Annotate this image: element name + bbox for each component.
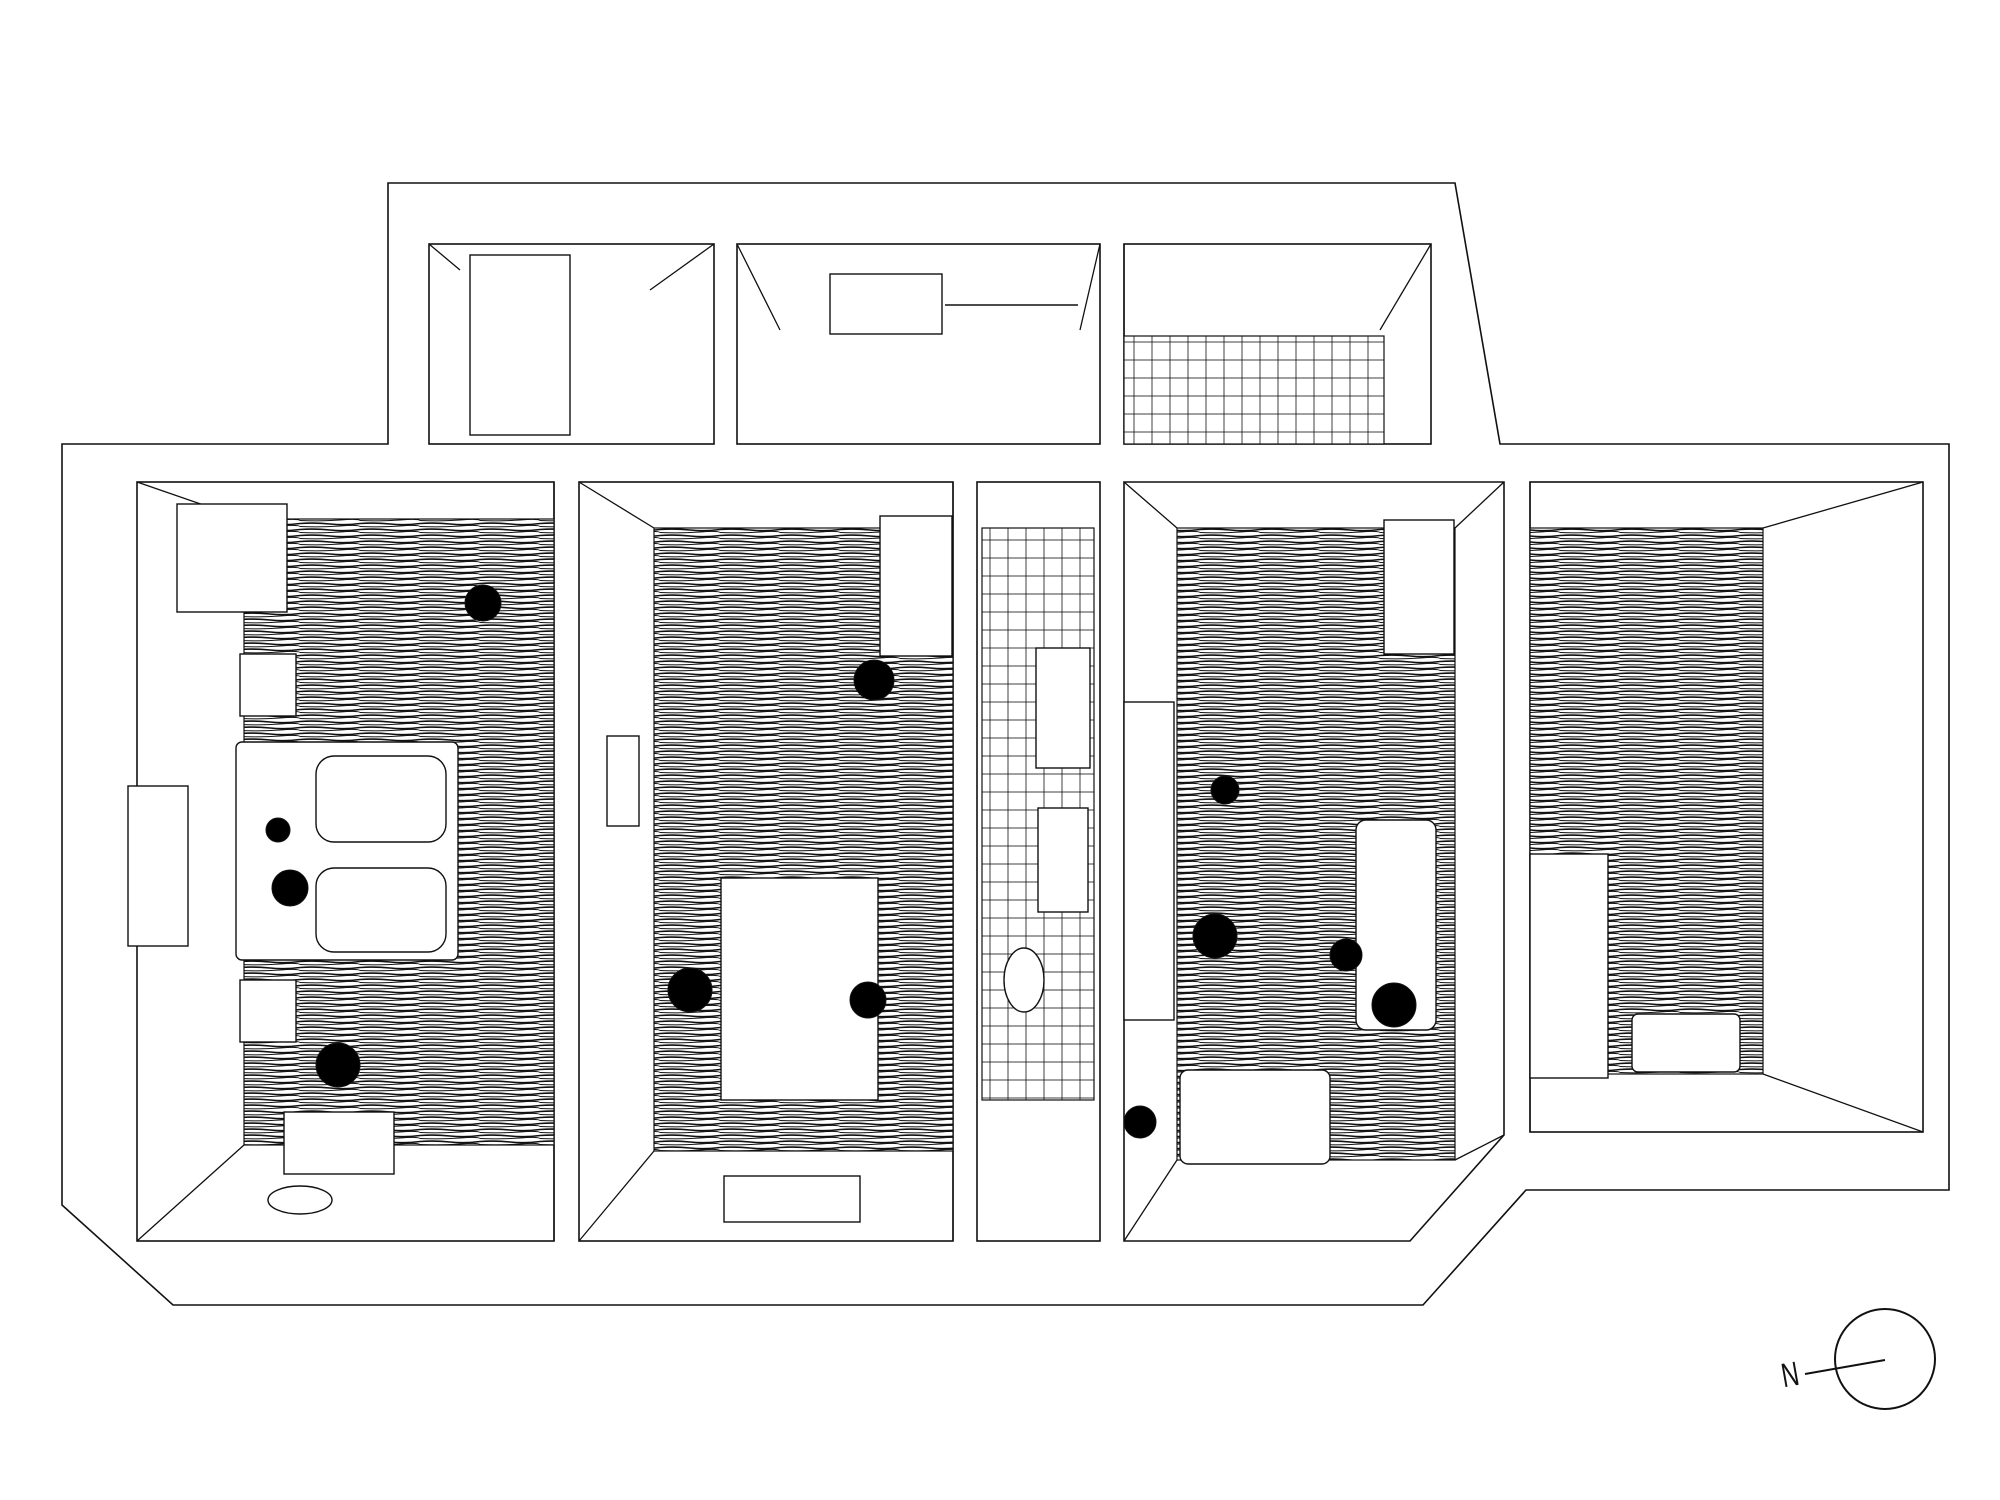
person [853,659,895,701]
person [271,869,309,907]
person [1192,913,1238,959]
nightstand [239,653,297,717]
ladder [469,254,571,436]
stove-shelf [1383,519,1455,655]
dining-table [1355,819,1437,1031]
rug-round [267,1185,333,1215]
attic-hatch [829,273,943,335]
sink [1037,807,1089,913]
person [315,1042,361,1088]
laundry-tiles [1123,335,1385,445]
desk [283,1111,395,1175]
pillow [315,867,447,953]
bathroom [976,481,1101,1242]
kitchen [1123,481,1505,1242]
north-arrow-icon [1804,1308,1936,1410]
storage-room [428,243,715,445]
person [1371,982,1417,1028]
outer-wall [61,182,1950,1306]
wardrobe-room [736,243,1101,445]
wardrobe [176,503,288,613]
sofa [1529,853,1609,1079]
toilet [1003,947,1045,1013]
shelf [879,515,953,657]
skylight [723,1175,861,1223]
fireplace [606,735,640,827]
kitchen-bench [1179,1069,1331,1165]
person [464,584,502,622]
counter [1123,701,1175,1021]
person [667,967,713,1013]
person [1123,1105,1157,1139]
pillow [315,755,447,843]
vanity [1035,647,1091,769]
person [849,981,887,1019]
tv [127,785,189,947]
nightstand [239,979,297,1043]
person [265,817,291,843]
person [1329,938,1363,972]
person [1210,775,1240,805]
work-table [720,877,879,1101]
side-table [1631,1013,1741,1073]
